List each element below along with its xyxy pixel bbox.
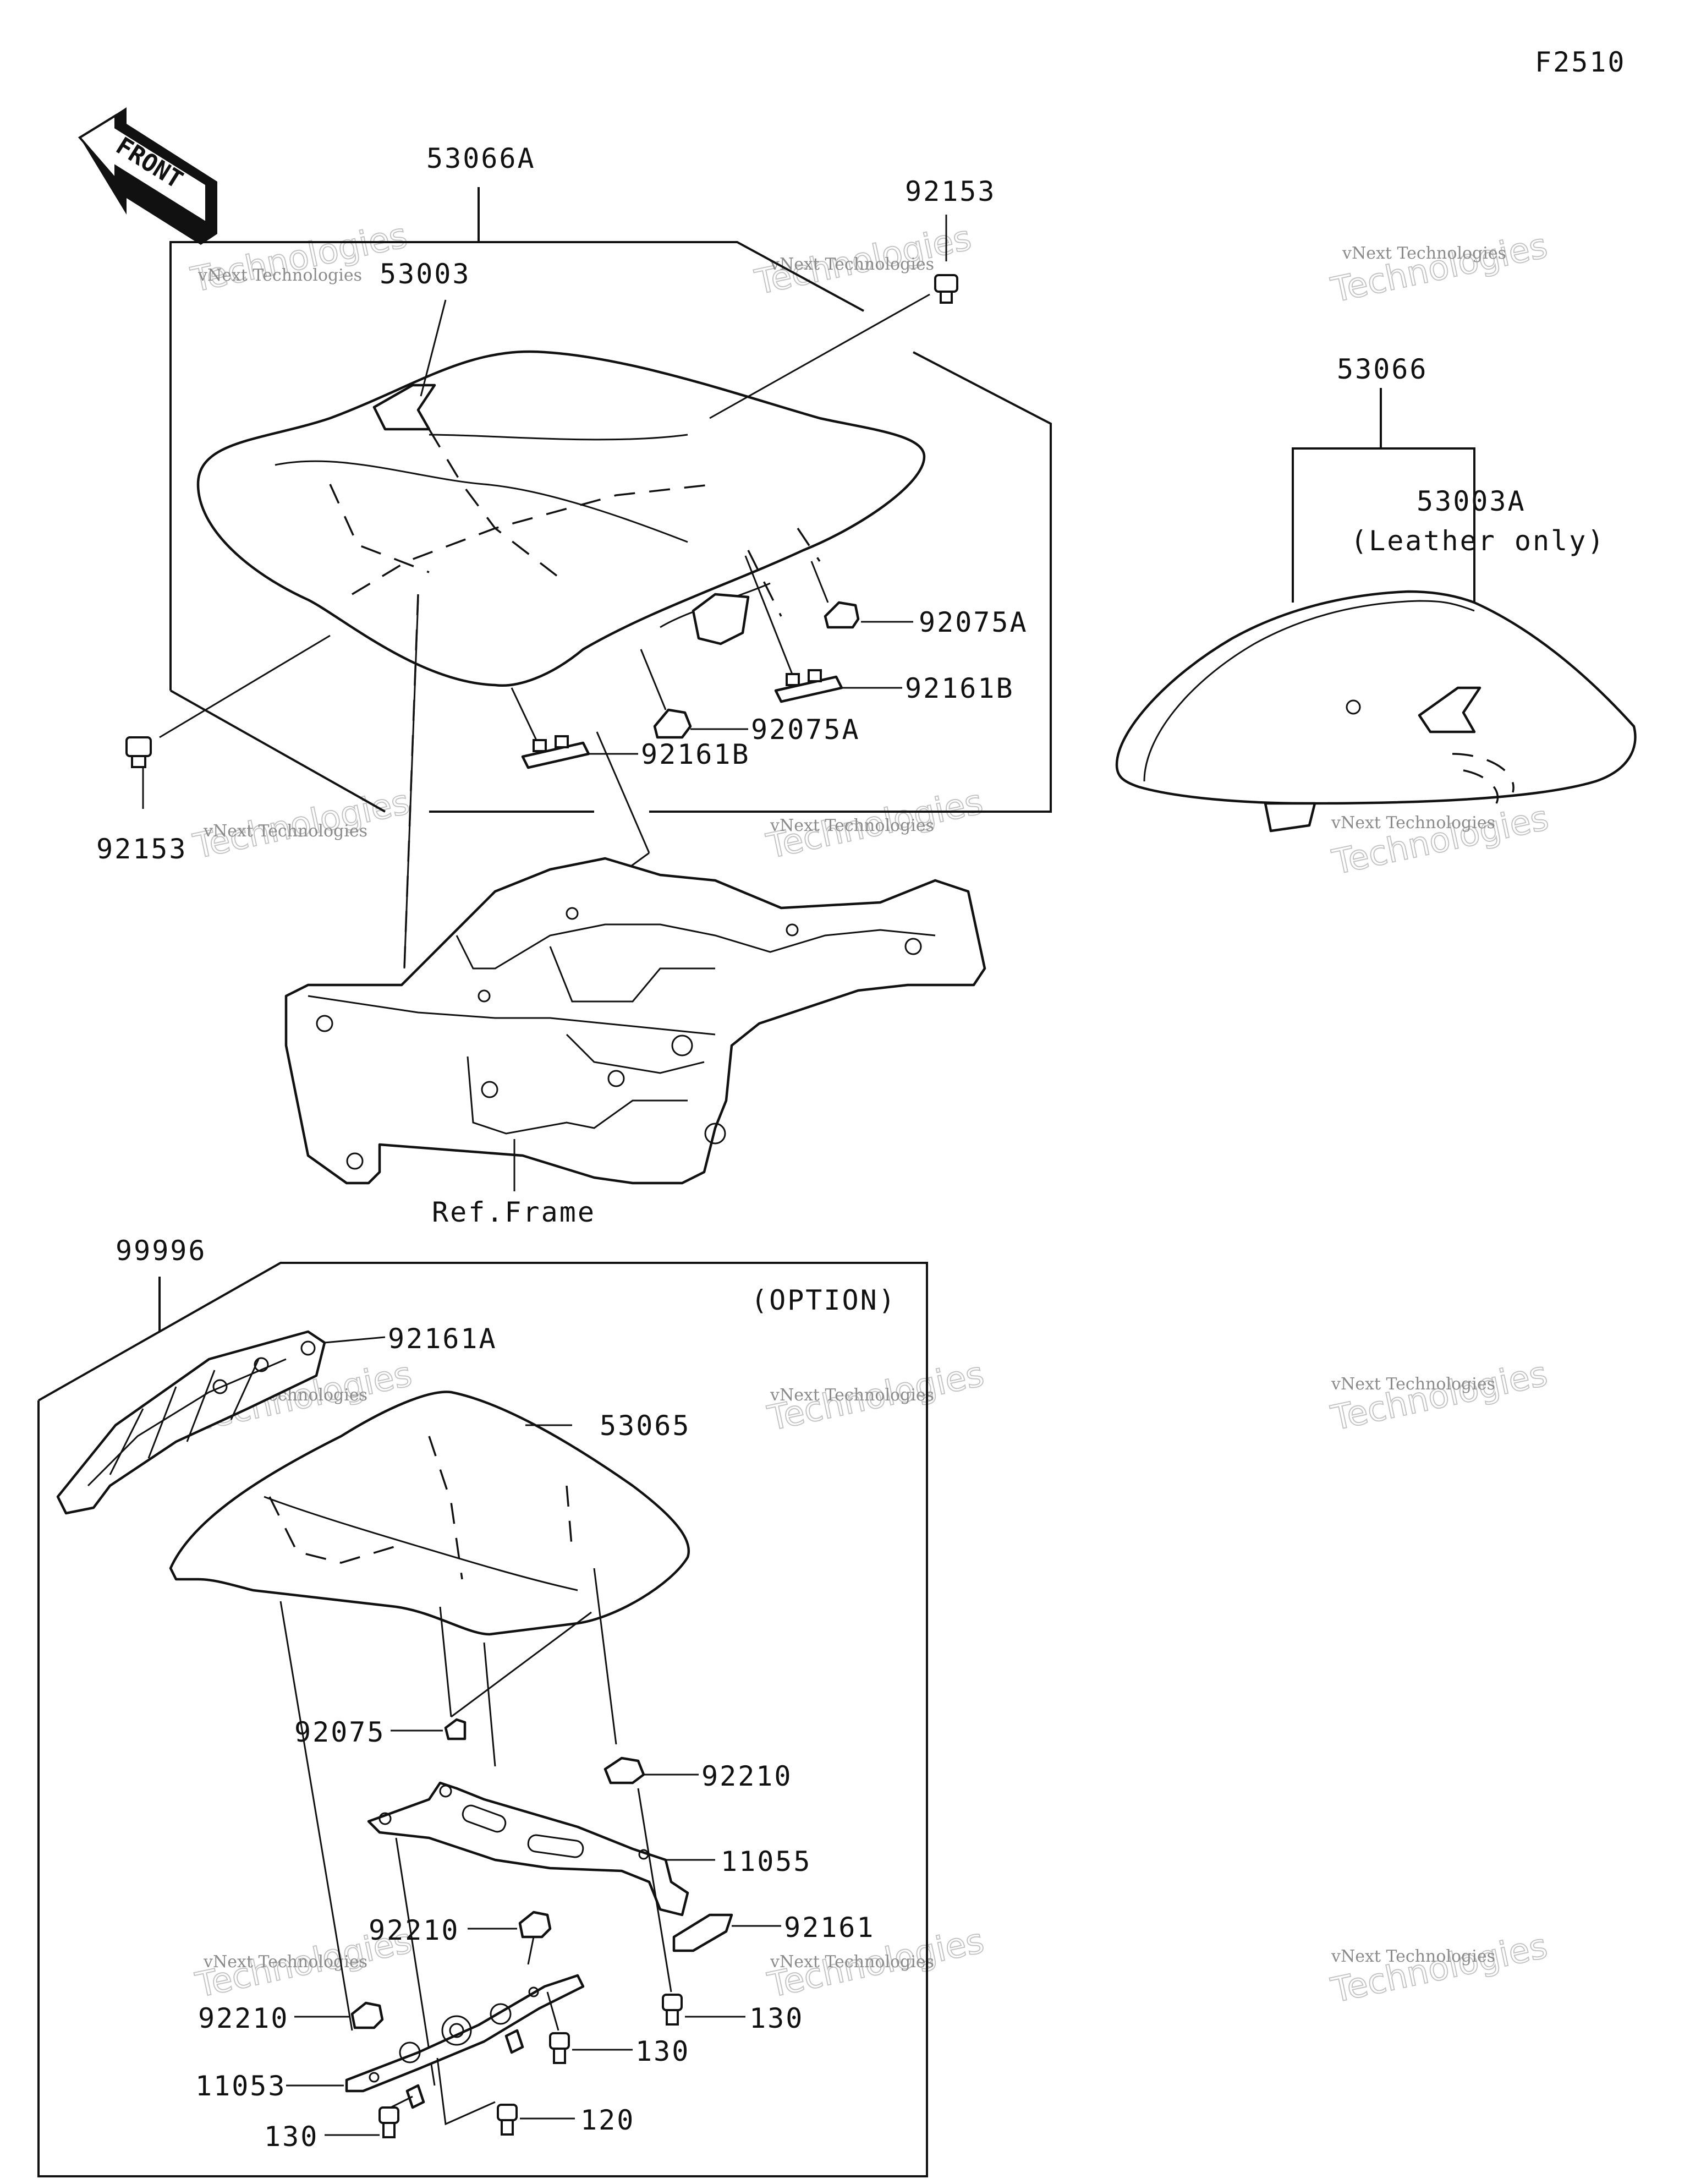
bracket-11055: 11055 <box>367 1781 812 1917</box>
label-53066A: 53066A <box>426 143 536 174</box>
label-92210-upper: 92210 <box>701 1760 793 1792</box>
clip-92161B-right <box>744 555 902 703</box>
label-92210-middle: 92210 <box>369 1914 460 1946</box>
nut-92210-middle: 92210 <box>369 1911 552 1946</box>
label-92161A: 92161A <box>388 1323 497 1355</box>
label-92161: 92161 <box>784 1912 875 1944</box>
watermark-small: vNext Technologies <box>1331 1947 1495 1966</box>
bolt-92153-top <box>934 274 958 304</box>
clip-92161B-left <box>511 687 638 769</box>
label-92075: 92075 <box>294 1716 386 1748</box>
label-53066: 53066 <box>1337 353 1428 385</box>
watermark-small: vNext Technologies <box>770 1952 934 1972</box>
label-99996: 99996 <box>116 1235 207 1267</box>
watermark-small: vNext Technologies <box>1342 244 1506 263</box>
bolt-130-left: 130 <box>264 2095 413 2153</box>
pad-92161: 92161 <box>672 1912 875 1952</box>
bolt-92153-left <box>125 736 152 768</box>
seat-53003 <box>196 350 926 687</box>
seat-tag <box>372 384 436 431</box>
watermark-small: vNext Technologies <box>203 1952 367 1972</box>
bolt-130-middle: 130 <box>546 1991 690 2067</box>
watermark-big: Technologies <box>188 215 411 300</box>
label-53065: 53065 <box>600 1410 691 1442</box>
watermark-big: Technologies <box>1327 1353 1551 1438</box>
damper-92075A-center <box>640 649 748 739</box>
watermark-small: vNext Technologies <box>1331 1375 1495 1394</box>
watermark-small: vNext Technologies <box>197 266 362 285</box>
watermark-small: vNext Technologies <box>203 822 367 841</box>
plate-11053: 11053 <box>195 1974 585 2109</box>
label-ref-frame: Ref.Frame <box>432 1196 596 1228</box>
label-92210-lower: 92210 <box>198 2002 289 2034</box>
label-92075A-center: 92075A <box>751 714 860 746</box>
label-130-right: 130 <box>749 2002 804 2034</box>
label-92153-left: 92153 <box>96 833 188 865</box>
label-option: (OPTION) <box>751 1284 897 1316</box>
nut-92210-upper: 92210 <box>603 1756 793 1792</box>
nut-92210-lower: 92210 <box>198 2001 384 2034</box>
watermark-small: vNext Technologies <box>1331 813 1495 833</box>
watermark-small: vNext Technologies <box>770 255 934 274</box>
bolt-130-right: 130 <box>637 1788 804 2034</box>
damper-92075: 92075 <box>294 1716 467 1748</box>
label-92153-top: 92153 <box>905 176 996 207</box>
pillion-tag <box>1418 686 1482 734</box>
watermark-big: Technologies <box>1327 1925 1551 2010</box>
label-120: 120 <box>580 2104 635 2136</box>
watermark-big: Technologies <box>1329 797 1552 882</box>
label-53003: 53003 <box>380 258 471 290</box>
figure-code: F2510 <box>1535 46 1626 78</box>
seat-assembly-53066A: 53066A 53003 92153 92153 92075A 92075A 9… <box>96 143 1052 969</box>
watermark-small: vNext Technologies <box>770 1386 934 1405</box>
label-92161B-left: 92161B <box>641 738 750 770</box>
damper-92075A-right <box>810 561 913 629</box>
watermark-small: vNext Technologies <box>770 816 934 835</box>
label-leather-only: (Leather only) <box>1351 525 1605 557</box>
seat-cover-53065 <box>169 1391 690 1636</box>
front-arrow-icon: FRONT <box>78 107 217 245</box>
watermark-big: Technologies <box>1327 225 1551 310</box>
label-11053: 11053 <box>195 2070 287 2102</box>
pillion-seat-53066: 53066 53003A (Leather only) <box>1115 353 1637 833</box>
label-92161B-right: 92161B <box>905 672 1014 704</box>
frame-reference: Ref.Frame <box>284 857 986 1228</box>
label-92075A-right: 92075A <box>919 606 1028 638</box>
bolt-120: 120 <box>497 2104 635 2136</box>
option-assembly-99996: 99996 (OPTION) 92161A 53065 92075 <box>37 1235 928 2177</box>
label-130-middle: 130 <box>635 2035 690 2067</box>
label-11055: 11055 <box>721 1846 812 1878</box>
label-53003A: 53003A <box>1417 485 1526 517</box>
label-130-left: 130 <box>264 2121 319 2153</box>
